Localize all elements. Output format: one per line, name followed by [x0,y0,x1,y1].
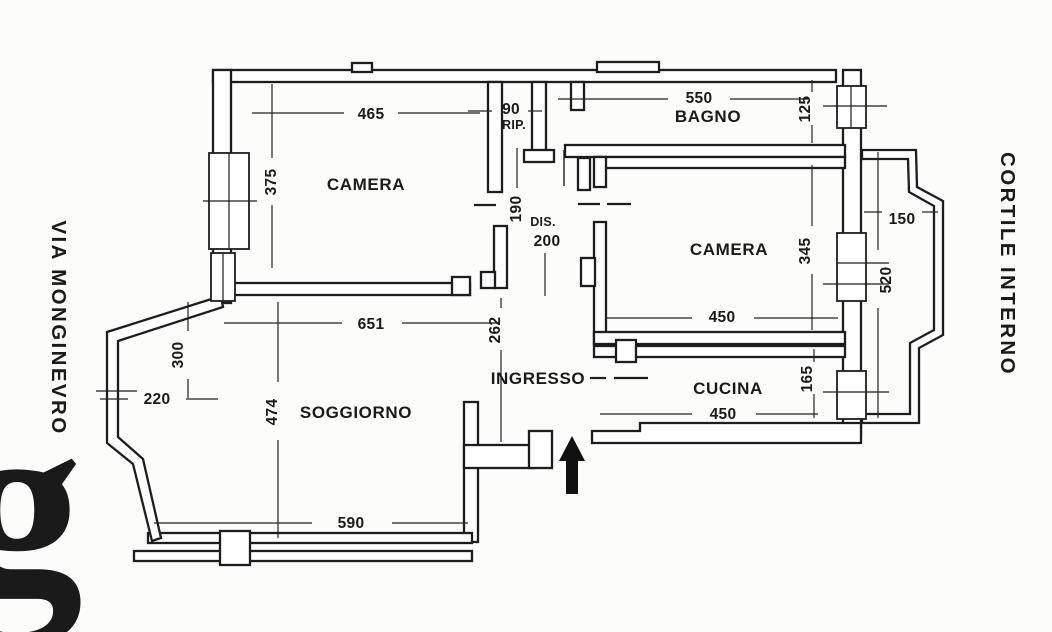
wall-camera2-top [594,155,847,170]
dim-soggiorno-width: 590 [338,515,365,532]
dim-soggiorno-top: 651 [358,316,385,333]
dim-balcony-height: 520 [878,267,895,294]
label-bagno: BAGNO [675,107,741,126]
wall-rip-right-foot [522,148,556,164]
entrance-arrow-icon [559,436,585,494]
label-ingresso: INGRESSO [491,369,586,388]
label-camera2: CAMERA [690,240,768,259]
dim-bagno-height: 125 [797,96,814,123]
wall-cucina-pillar [614,338,638,364]
dim-cucina-width: 450 [710,406,737,423]
wall-cucina-south [590,421,863,445]
dimension-lines [100,80,938,538]
dim-bay-width: 220 [144,391,171,408]
wall-rip-right [530,80,548,160]
wall-dis-left-foot [479,270,497,290]
dim-camera2-height: 345 [797,238,814,265]
window-cucina [836,370,867,420]
wall-camera2-left-stub [592,155,608,189]
windows [96,85,889,420]
wall-rip-left [486,80,504,194]
wall-bagno-bottom [563,143,847,159]
dim-camera1-width: 465 [358,106,385,123]
dim-corridor-width: 190 [508,196,525,223]
label-cucina: CUCINA [693,379,763,398]
label-soggiorno: SOGGIORNO [300,403,412,422]
wall-top-notch-2 [595,60,661,74]
dim-ingresso-length: 262 [487,317,504,344]
wall-bagno-left-stub [569,80,586,112]
walls [105,60,945,567]
street-name-via-monginevro: VIA MONGINEVRO [47,220,70,435]
wall-soggiorno-pillar [218,529,252,567]
dim-camera2-width: 450 [709,309,736,326]
dim-balcony-width: 150 [889,211,916,228]
wall-camera1-soggiorno [213,281,472,297]
dim-soggiorno-height: 474 [264,399,281,426]
window-camera2 [836,232,867,302]
wall-soggiorno-south-1 [146,531,474,545]
wall-cucina-top [592,344,847,359]
dim-cucina-height: 165 [799,366,816,393]
wall-top [211,68,838,84]
wall-camera2-left-notch [579,256,597,288]
label-rip: RIP. [502,118,526,132]
dim-bay-height: 300 [170,342,187,369]
wall-camera1-soggiorno-cap [450,275,472,297]
dim-rip-width: 90 [502,101,520,118]
bay-window-band [105,294,225,543]
wall-camera2-bottom [592,330,847,346]
wall-ingresso-cap [527,429,554,470]
dim-bagno-width: 550 [686,90,713,107]
street-name-cortile-interno: CORTILE INTERNO [996,152,1019,376]
label-camera1: CAMERA [327,175,405,194]
label-dis: DIS. [530,215,556,229]
wall-dis-left [492,224,509,290]
door-marks [474,150,648,380]
agency-logo-g: g [0,363,83,632]
wall-ingresso-vertical [462,400,480,544]
wall-ingresso-bar [462,443,536,470]
wall-corridor-stub [576,156,592,192]
wall-soggiorno-south-2 [132,549,474,563]
wall-top-notch-1 [350,61,374,74]
dim-dis-length: 200 [534,233,561,250]
balcony-band [860,148,945,425]
dim-camera1-height: 375 [263,169,280,196]
window-mullions [96,86,889,393]
